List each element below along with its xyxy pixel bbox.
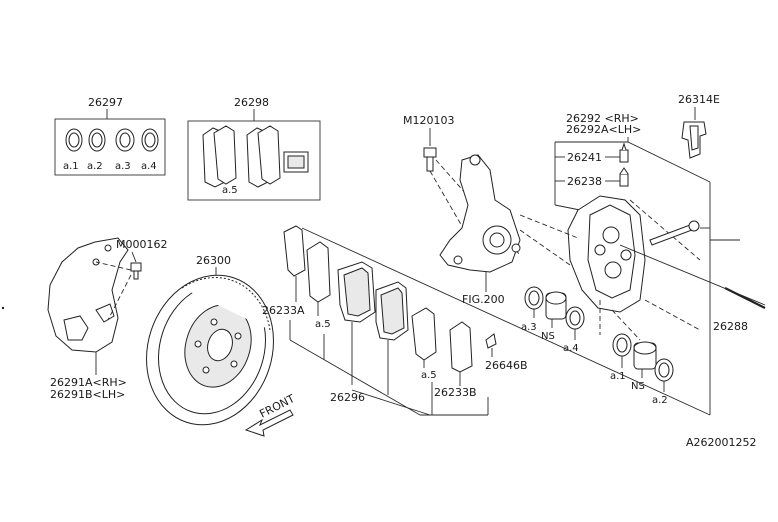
- label-26233b: 26233B: [434, 386, 477, 399]
- label-26314e: 26314E: [678, 93, 720, 106]
- label-26241: 26241: [567, 151, 602, 164]
- label-fig200: FIG.200: [462, 293, 505, 306]
- front-arrow-icon: [244, 409, 294, 437]
- edge-mark: [1, 306, 5, 310]
- label-26292-rh: 26292 <RH>: [566, 112, 639, 125]
- seal-kit-box: [54, 118, 166, 176]
- piston-seal-right-icon: [612, 333, 674, 382]
- label-26297: 26297: [88, 96, 123, 109]
- shield-bolt-icon: [130, 262, 142, 280]
- brake-pad-inner-icon: [375, 281, 409, 341]
- bleeder-valve-icon: [619, 142, 629, 163]
- qualifier-a4: a.4: [141, 161, 157, 172]
- seal-ring-icon: [65, 128, 159, 152]
- steering-knuckle-icon: [439, 154, 521, 273]
- bleeder-cap-icon: [619, 167, 629, 187]
- brake-rotor-icon: [146, 274, 274, 426]
- pad-shim-inner-icon: [411, 307, 473, 373]
- qualifier-a2: a.2: [87, 161, 103, 172]
- pad-shim-outer-icon: [283, 225, 331, 303]
- qualifier-a1-piston: a.1: [610, 371, 626, 382]
- qualifier-a1: a.1: [63, 161, 79, 172]
- label-26291b-lh: 26291B<LH>: [50, 388, 125, 401]
- label-26238: 26238: [567, 175, 602, 188]
- qualifier-ns-right: NS: [631, 381, 645, 392]
- qualifier-a3-piston: a.3: [521, 322, 537, 333]
- qualifier-a5-outer: a.5: [315, 319, 331, 330]
- qualifier-a3: a.3: [115, 161, 131, 172]
- diagram-code: A262001252: [686, 436, 757, 449]
- label-26233a: 26233A: [262, 304, 305, 317]
- label-m120103: M120103: [403, 114, 454, 127]
- qualifier-a5-shim: a.5: [222, 185, 238, 196]
- shim-plate-icon: [202, 125, 309, 188]
- qualifier-ns-left: NS: [541, 331, 555, 342]
- label-26292a-lh: 26292A<LH>: [566, 123, 641, 136]
- dust-shield-icon: [47, 237, 129, 353]
- seal-kit-group: 26297 a.1 a.2 a.3 a.4: [54, 96, 166, 176]
- qualifier-a5-inner: a.5: [421, 370, 437, 381]
- qualifier-a2-piston: a.2: [652, 395, 668, 406]
- shim-kit-group: 26298 a.5: [187, 96, 321, 201]
- qualifier-a4-piston: a.4: [563, 343, 579, 354]
- label-m000162: M000162: [116, 238, 167, 251]
- caliper-bolt-icon: [649, 220, 700, 246]
- pad-pin-clip-icon: [485, 333, 497, 349]
- brake-pad-outer-icon: [337, 261, 376, 323]
- label-26296: 26296: [330, 391, 365, 404]
- pad-clip-icon: [681, 121, 707, 159]
- label-26298: 26298: [234, 96, 269, 109]
- label-26646b: 26646B: [485, 359, 528, 372]
- shim-kit-box: [187, 120, 321, 201]
- label-26300: 26300: [196, 254, 231, 267]
- label-26291a-rh: 26291A<RH>: [50, 376, 127, 389]
- brake-caliper-icon: [567, 195, 646, 313]
- bolt-icon: [423, 147, 437, 172]
- label-26288: 26288: [713, 320, 748, 333]
